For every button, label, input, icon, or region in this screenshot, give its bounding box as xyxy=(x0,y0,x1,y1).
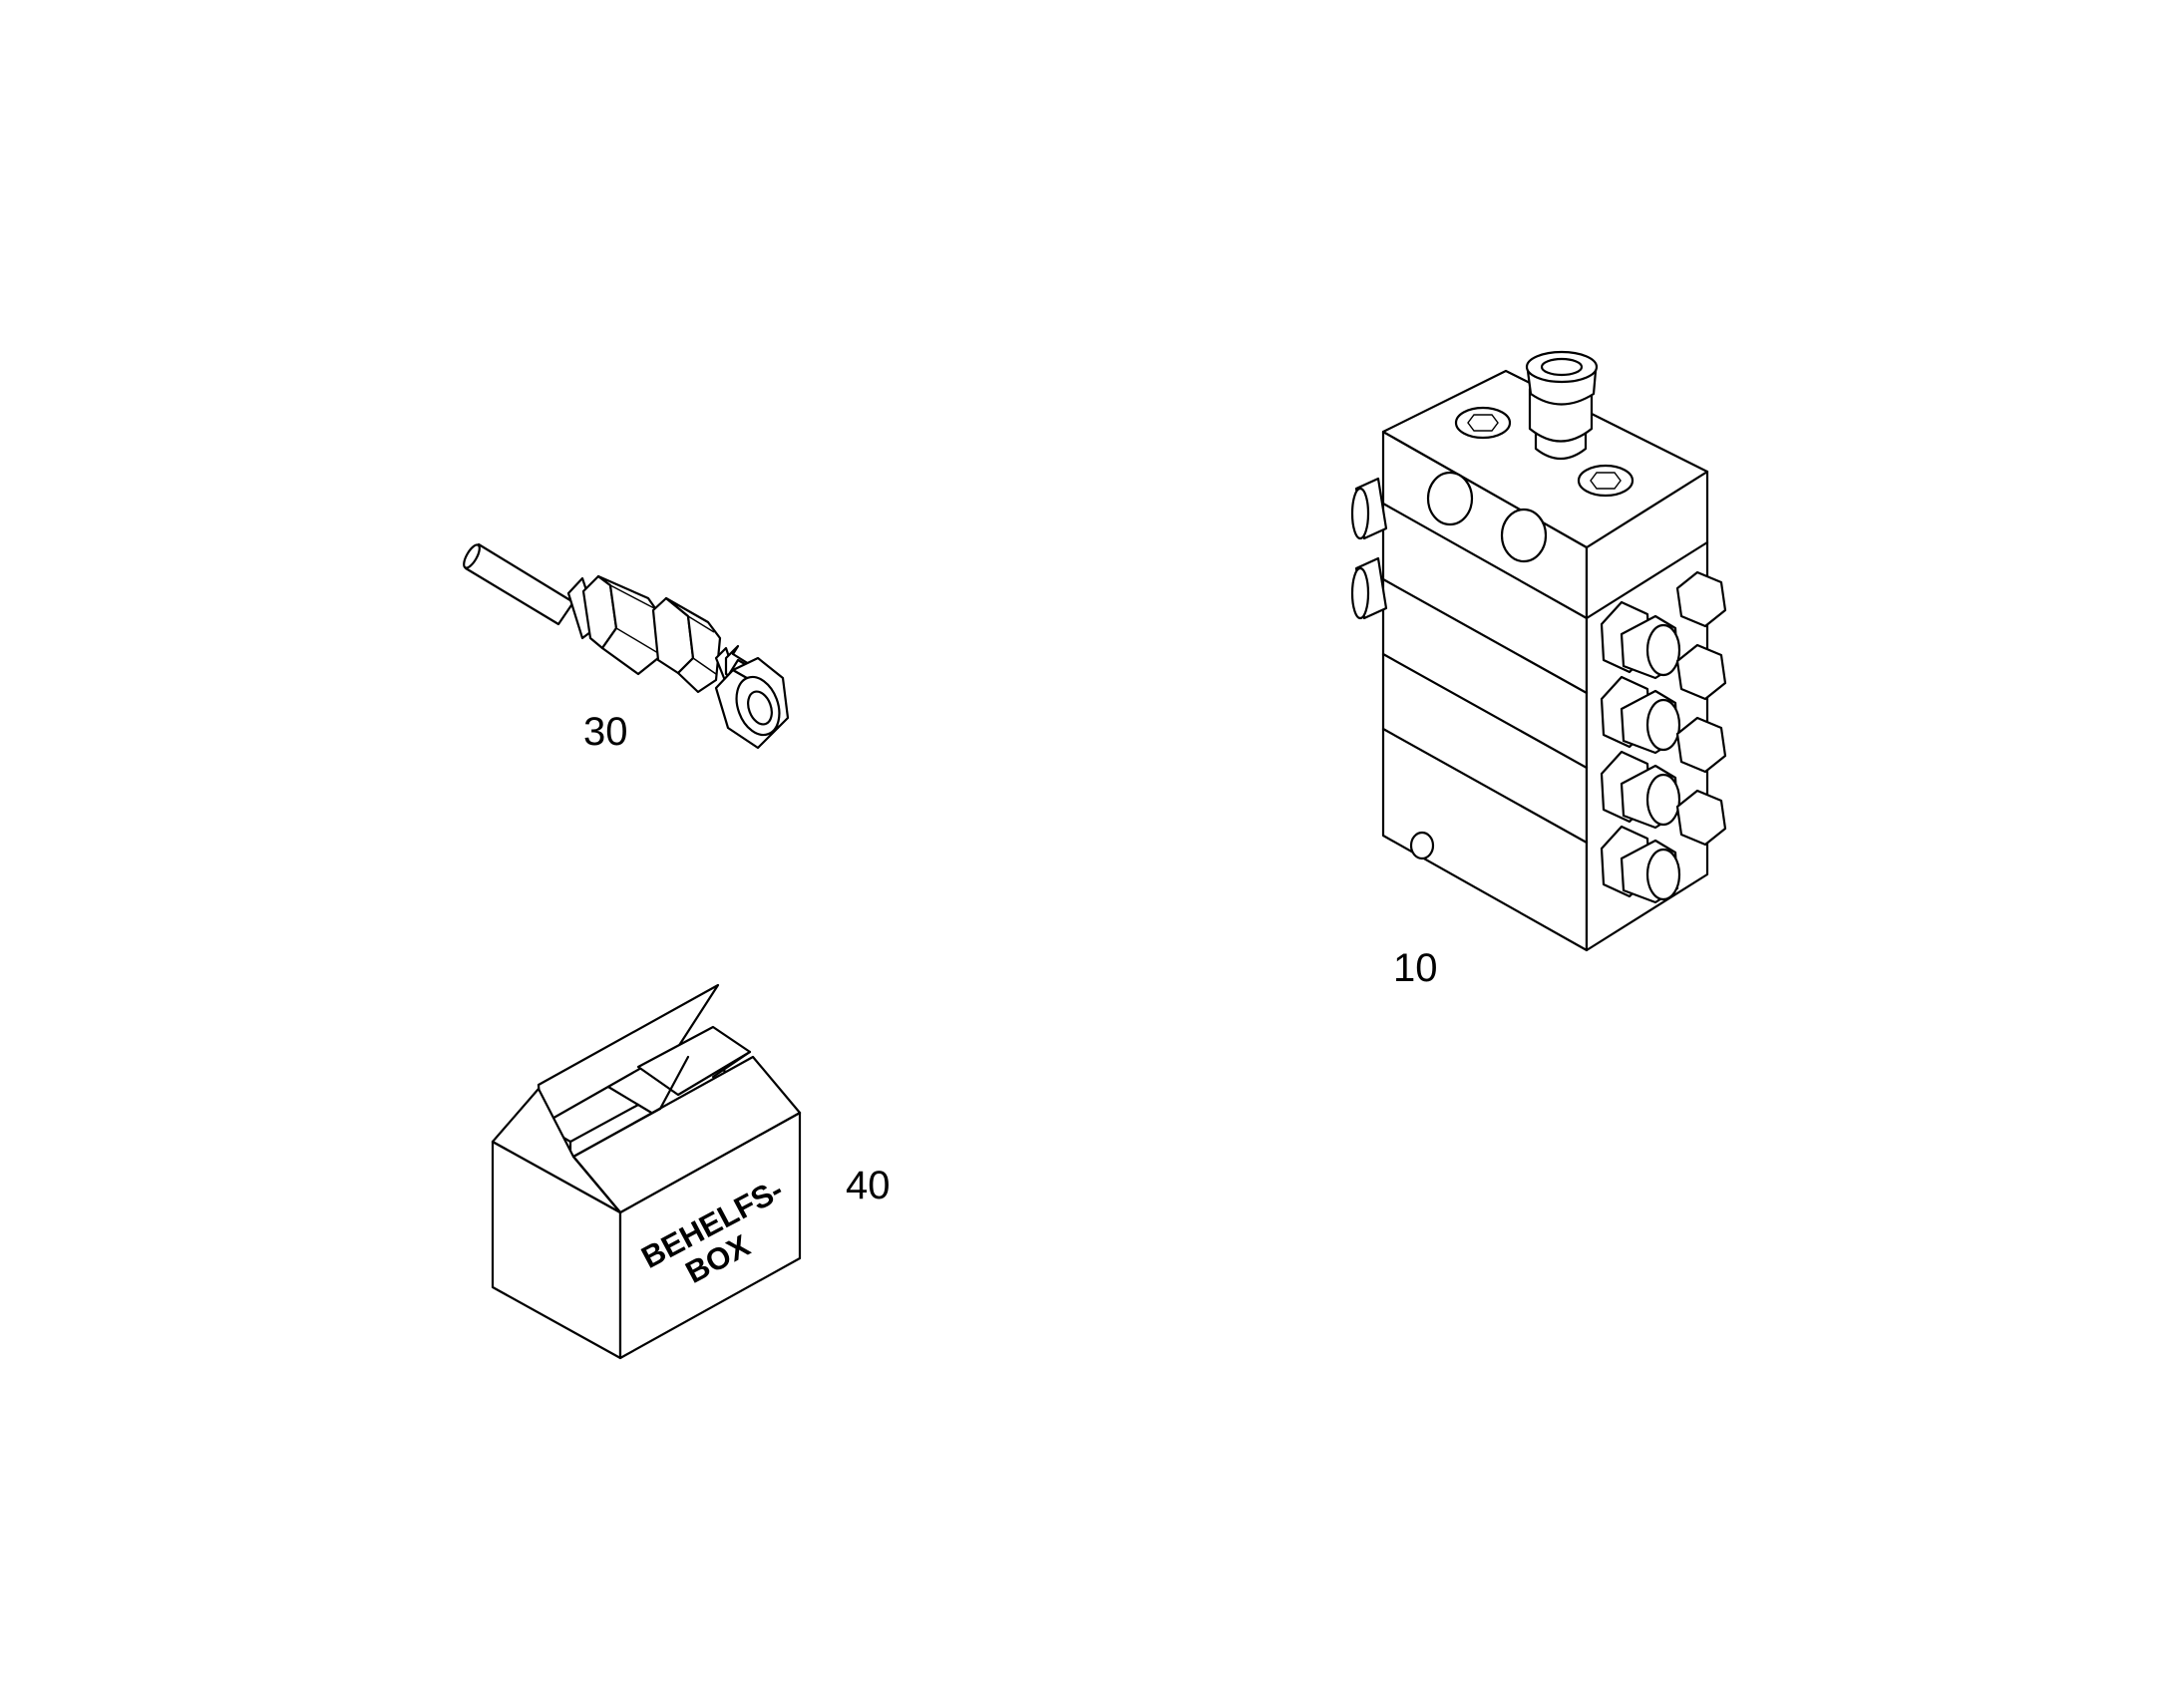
cardboard-box-icon xyxy=(491,983,802,1360)
pipe-fitting-icon xyxy=(463,542,790,750)
part-label-40: 40 xyxy=(846,1164,891,1207)
distributor-block-icon xyxy=(1350,350,1727,952)
part-label-30: 30 xyxy=(583,710,628,754)
part-label-10: 10 xyxy=(1393,946,1438,990)
